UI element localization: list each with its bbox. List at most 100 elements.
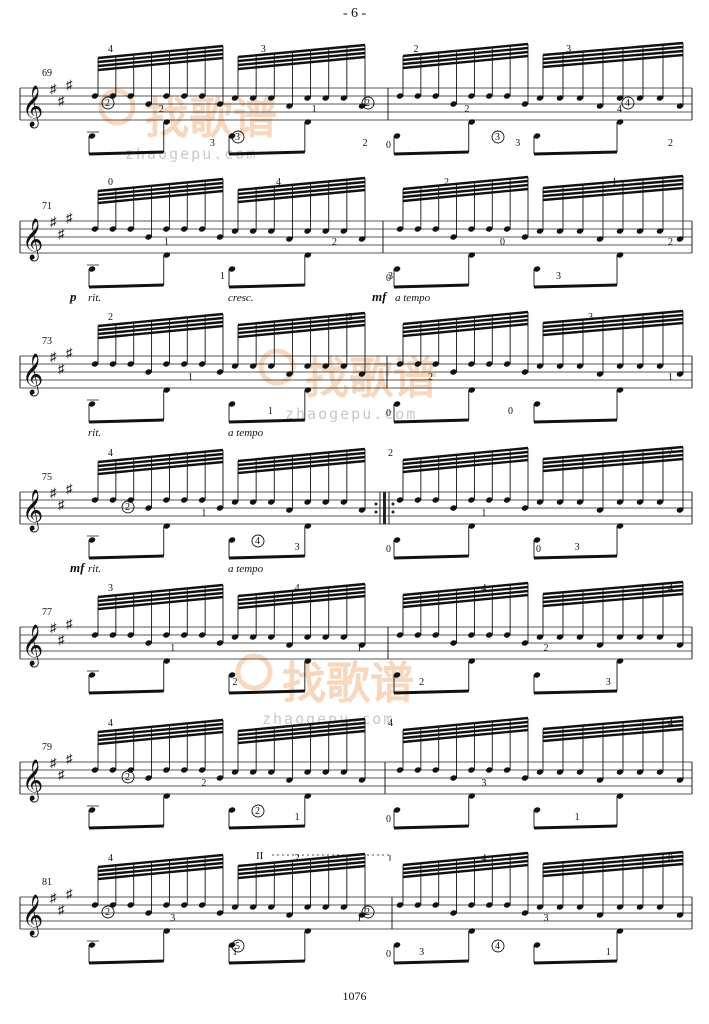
note-head bbox=[414, 497, 422, 503]
note-beam bbox=[542, 178, 684, 194]
note-beam bbox=[542, 584, 684, 600]
note-beam bbox=[237, 184, 366, 200]
note-beam bbox=[97, 52, 224, 68]
note-head bbox=[109, 902, 117, 908]
bass-beam bbox=[88, 554, 164, 560]
note-head bbox=[616, 499, 624, 505]
note-beam bbox=[97, 452, 224, 468]
fingering-number: 1 bbox=[606, 947, 611, 958]
bass-beam bbox=[393, 824, 469, 830]
bass-note-head bbox=[616, 658, 624, 664]
bass-note-head bbox=[616, 387, 624, 393]
key-signature-sharp: ♯ bbox=[66, 481, 73, 496]
svg-text:zhaogepu.com: zhaogepu.com bbox=[285, 405, 417, 423]
open-string-number: 0 bbox=[386, 544, 391, 555]
bass-beam bbox=[88, 959, 164, 965]
note-beam bbox=[237, 447, 366, 463]
fingering-number: 4 bbox=[108, 718, 113, 729]
note-head bbox=[109, 497, 117, 503]
note-head bbox=[216, 505, 224, 511]
note-head bbox=[636, 228, 644, 234]
bass-note-head bbox=[304, 928, 312, 934]
key-signature-sharp: ♯ bbox=[66, 77, 73, 92]
note-head bbox=[304, 363, 311, 369]
string-number-circle bbox=[121, 770, 135, 784]
note-beam bbox=[402, 724, 529, 740]
note-head bbox=[198, 632, 206, 638]
note-head bbox=[304, 499, 311, 505]
note-head bbox=[249, 904, 257, 910]
bass-note-head bbox=[393, 133, 401, 139]
note-beam bbox=[402, 863, 529, 879]
note-head bbox=[536, 228, 544, 234]
note-beam bbox=[237, 864, 366, 880]
string-number: 4 bbox=[625, 98, 630, 109]
note-beam bbox=[97, 181, 224, 197]
bass-note-head bbox=[616, 928, 624, 934]
bass-beam bbox=[393, 418, 469, 424]
note-head bbox=[432, 767, 440, 773]
note-head bbox=[596, 236, 604, 242]
treble-clef: 𝄞 bbox=[22, 759, 43, 802]
page-header: - 6 - bbox=[342, 6, 367, 21]
bass-note-head bbox=[304, 387, 312, 393]
note-head bbox=[231, 363, 239, 369]
fingering-number: 1 bbox=[170, 643, 175, 654]
note-head bbox=[468, 226, 475, 232]
note-beam bbox=[542, 174, 684, 190]
measure-number: 75 bbox=[42, 472, 52, 483]
fingering-number: 1 bbox=[201, 508, 206, 519]
note-beam bbox=[402, 855, 529, 871]
note-beam bbox=[97, 56, 224, 72]
measure-number: 79 bbox=[42, 742, 52, 753]
note-head bbox=[450, 101, 457, 107]
bass-beam bbox=[228, 689, 305, 695]
note-head bbox=[521, 369, 529, 375]
fingering-number: 3 bbox=[588, 312, 593, 323]
fingering-number: 0 bbox=[108, 177, 113, 188]
note-head bbox=[267, 499, 275, 505]
measure-number: 77 bbox=[42, 607, 52, 618]
note-beam bbox=[402, 446, 529, 462]
bass-note-head bbox=[163, 658, 171, 664]
note-beam bbox=[237, 594, 366, 610]
treble-clef: 𝄞 bbox=[22, 624, 43, 667]
fingering-number: 3 bbox=[606, 677, 611, 688]
note-head bbox=[340, 904, 348, 910]
note-head bbox=[503, 902, 511, 908]
note-head bbox=[596, 507, 604, 513]
fingering-number: 3 bbox=[575, 542, 580, 553]
bass-note-head bbox=[533, 942, 541, 948]
bass-note-head bbox=[88, 266, 96, 272]
note-head bbox=[676, 236, 684, 242]
bass-note-head bbox=[304, 658, 312, 664]
string-number-circle bbox=[491, 130, 505, 144]
bass-note-head bbox=[228, 672, 236, 678]
note-head bbox=[231, 769, 239, 775]
note-head bbox=[450, 505, 457, 511]
bass-note-head bbox=[228, 807, 236, 813]
bass-note-head bbox=[533, 133, 541, 139]
note-head bbox=[450, 910, 457, 916]
bass-beam bbox=[393, 689, 469, 695]
bass-note-head bbox=[88, 807, 96, 813]
note-head bbox=[163, 93, 170, 99]
key-signature-sharp: ♯ bbox=[58, 767, 65, 782]
bass-beam bbox=[88, 418, 164, 424]
note-head bbox=[656, 228, 664, 234]
fingering-number: 0 bbox=[508, 406, 513, 417]
note-beam bbox=[97, 456, 224, 472]
note-head bbox=[91, 632, 99, 638]
measure-number: 81 bbox=[42, 877, 52, 888]
note-head bbox=[304, 904, 311, 910]
note-beam bbox=[542, 453, 684, 469]
bass-note-head bbox=[533, 537, 541, 543]
note-head bbox=[322, 499, 330, 505]
bass-note-head bbox=[228, 401, 236, 407]
note-beam bbox=[237, 43, 366, 59]
fingering-number: 3 bbox=[388, 271, 393, 282]
note-head bbox=[109, 361, 117, 367]
note-head bbox=[414, 902, 422, 908]
note-head bbox=[521, 101, 529, 107]
note-head bbox=[198, 226, 206, 232]
